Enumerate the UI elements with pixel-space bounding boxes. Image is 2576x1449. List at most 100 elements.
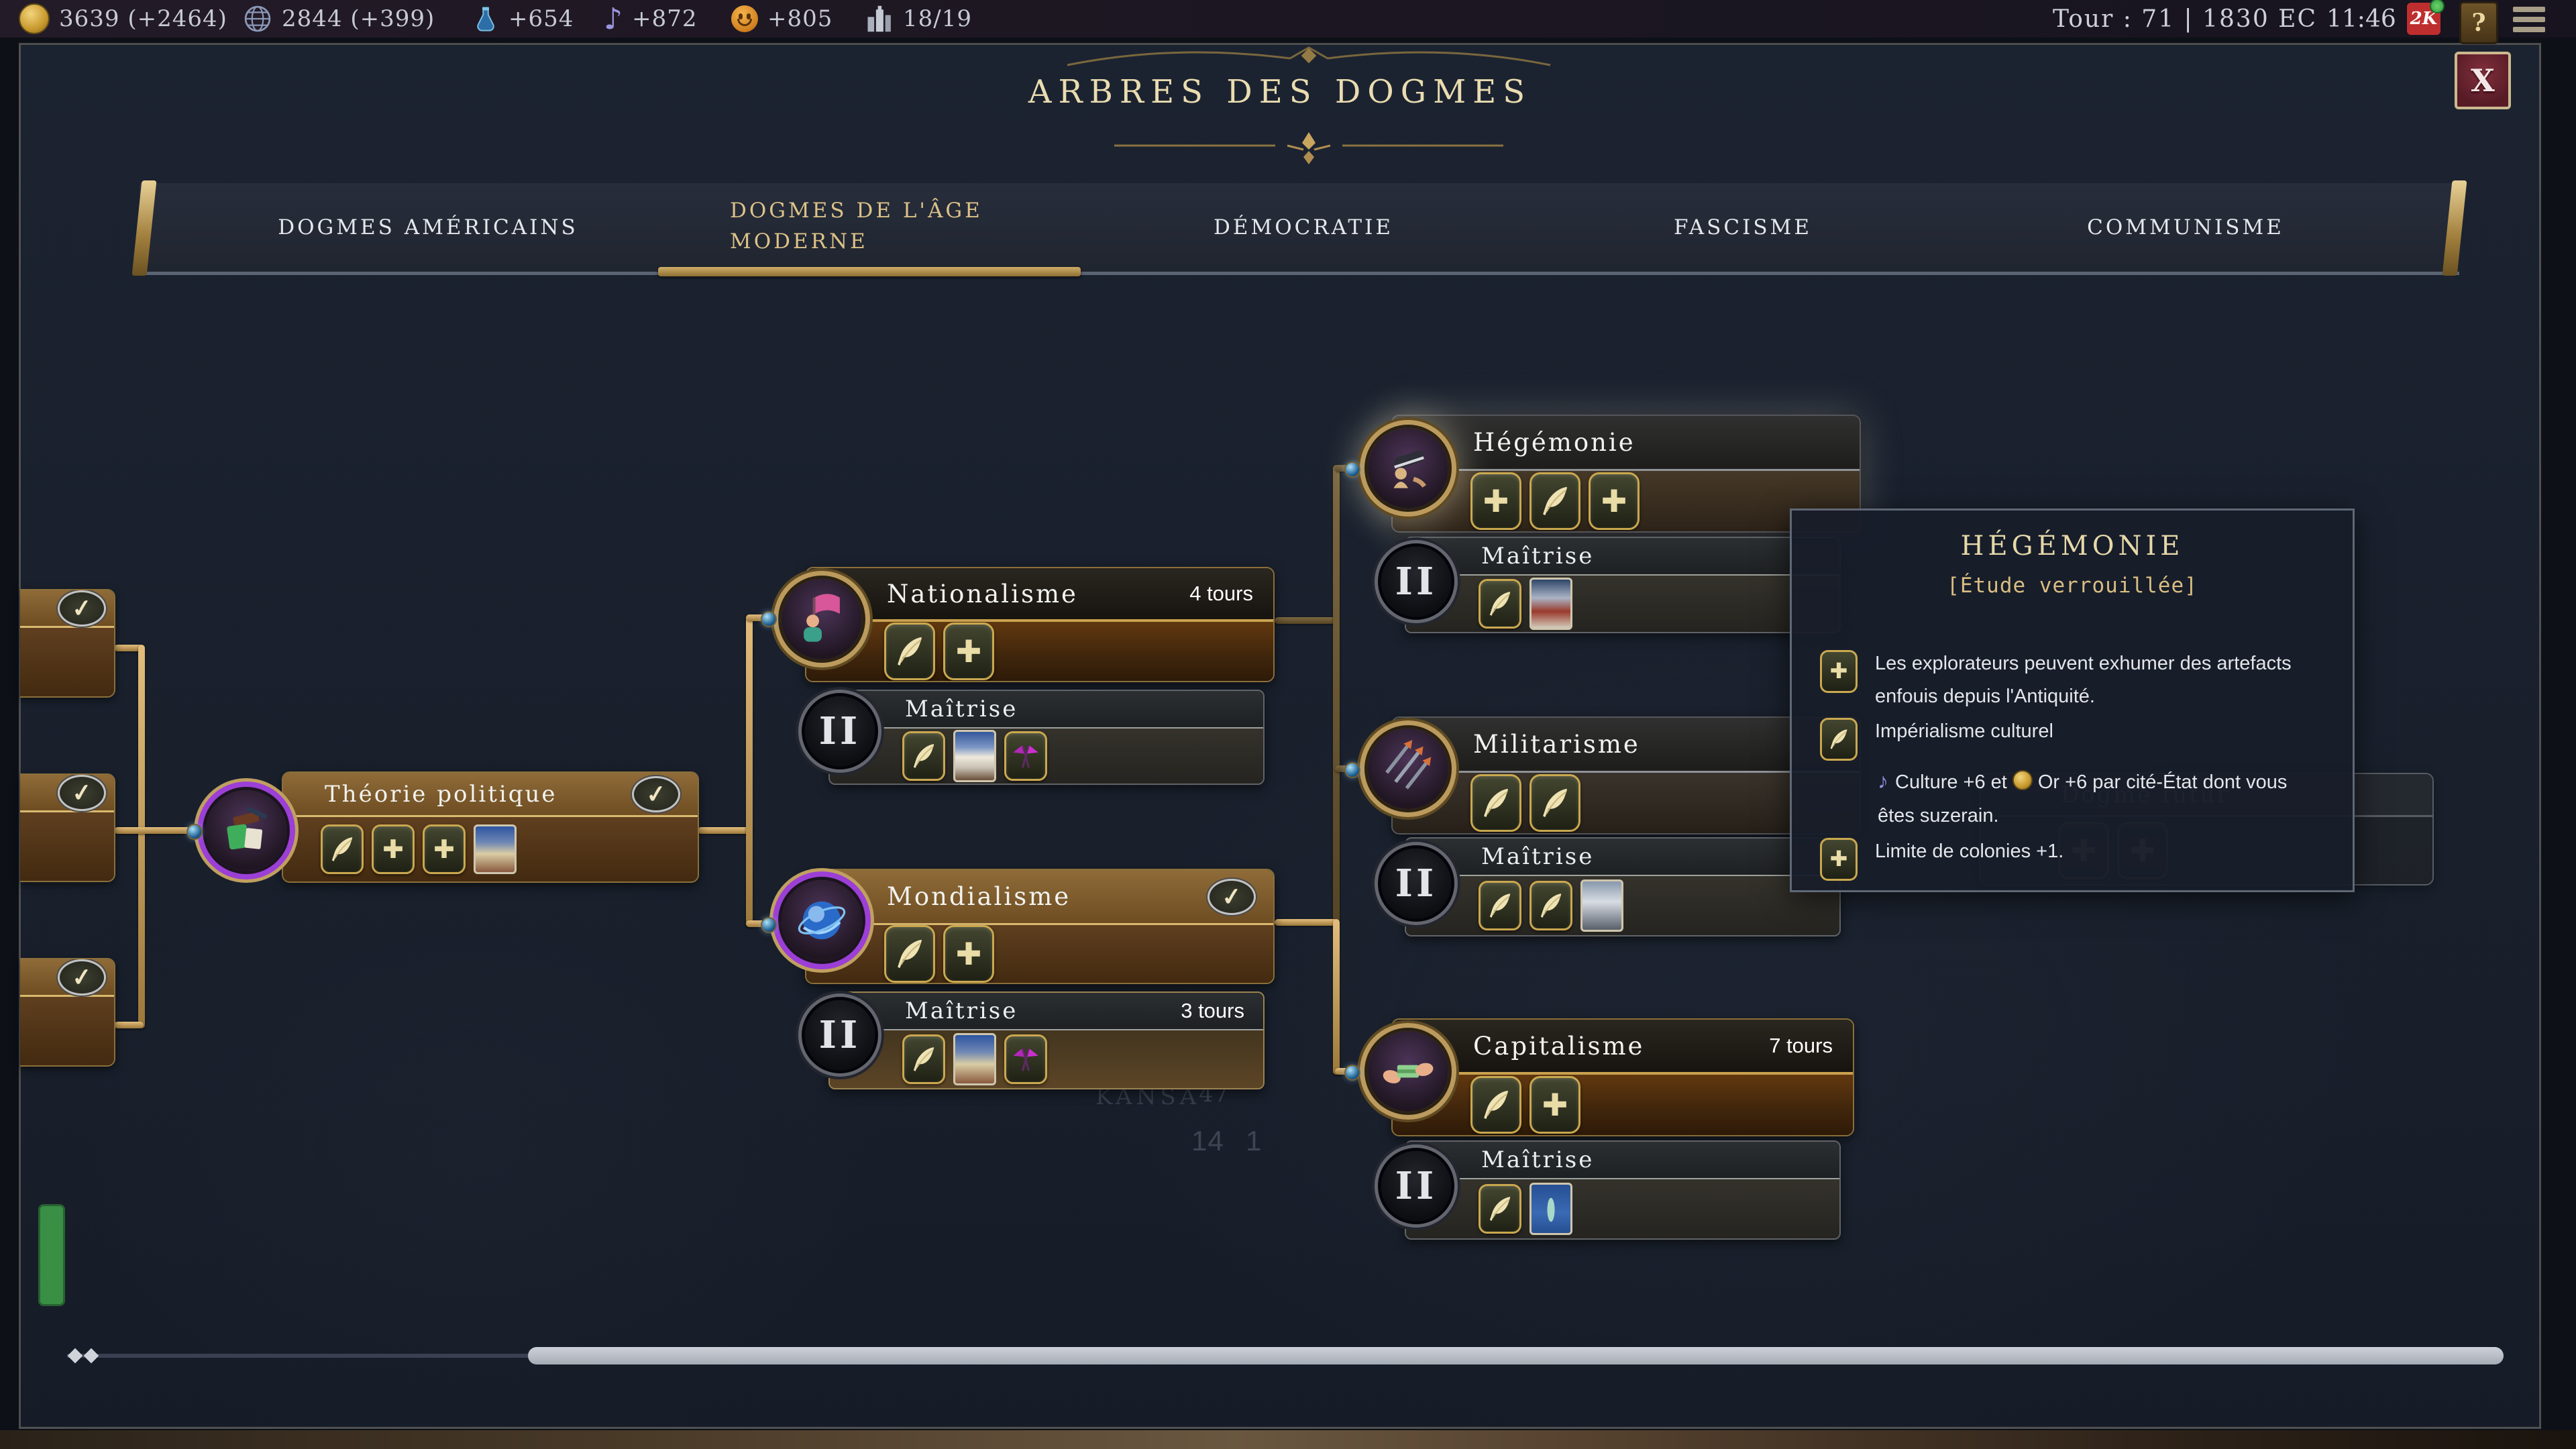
dogma-node-mondialisme[interactable]: Mondialisme bbox=[805, 869, 1275, 984]
close-button[interactable]: X bbox=[2455, 52, 2511, 109]
mastery-node-hegemonie[interactable]: Maîtrise bbox=[1405, 537, 1841, 633]
dogma-node-stub[interactable] bbox=[20, 773, 115, 882]
mastery-level-hegemonie[interactable]: II bbox=[1381, 547, 1451, 616]
mastery-level-mondialisme[interactable]: II bbox=[805, 1000, 875, 1070]
quill-effect-icon[interactable] bbox=[1479, 1184, 1521, 1234]
culture-note-icon: ♪ bbox=[1878, 769, 1888, 794]
resource-culture[interactable]: ♪ +872 bbox=[604, 0, 697, 38]
resource-influence[interactable]: 2844 (+399) bbox=[243, 0, 435, 38]
link-gem-icon bbox=[1344, 462, 1360, 478]
plus-effect-icon[interactable] bbox=[1470, 472, 1521, 530]
tab-fascisme[interactable]: FASCISME bbox=[1673, 215, 1812, 239]
node-title: Théorie politique bbox=[325, 780, 557, 808]
tab-democratie[interactable]: DÉMOCRATIE bbox=[1214, 215, 1393, 239]
plus-effect-icon[interactable] bbox=[1589, 472, 1640, 530]
plus-effect-icon[interactable] bbox=[423, 824, 466, 874]
dogma-node-militarisme[interactable]: Militarisme bbox=[1391, 716, 1861, 835]
dogma-node-stub[interactable] bbox=[20, 958, 115, 1067]
resource-settlements[interactable]: 18/19 bbox=[864, 0, 972, 38]
link-gem-icon bbox=[761, 611, 777, 627]
horizontal-scrollbar-thumb[interactable] bbox=[528, 1347, 2504, 1364]
node-turns: 7 tours bbox=[1769, 1034, 1833, 1057]
flags-effect-icon[interactable] bbox=[1004, 731, 1047, 781]
completed-check-icon bbox=[58, 590, 106, 627]
wonder-card-icon[interactable] bbox=[953, 1033, 996, 1085]
wonder-card-icon[interactable] bbox=[1529, 578, 1572, 630]
mastery-node-militarisme[interactable]: Maîtrise bbox=[1405, 837, 1841, 936]
tooltip-gold-text: Or +6 par cité-État dont vous êtes suzer… bbox=[1878, 771, 2288, 827]
quill-effect-icon[interactable] bbox=[884, 925, 935, 983]
resource-gold[interactable]: 3639 (+2464) bbox=[19, 0, 227, 38]
wonder-card-icon[interactable] bbox=[953, 730, 996, 782]
hamburger-menu-icon[interactable] bbox=[2513, 7, 2545, 32]
help-button[interactable]: ? bbox=[2459, 1, 2498, 44]
quill-effect-icon[interactable] bbox=[1479, 881, 1521, 930]
quill-effect-icon[interactable] bbox=[1529, 881, 1572, 930]
mastery-title: Maîtrise bbox=[1481, 1146, 1595, 1173]
tooltip-effect-2: Impérialisme culturel bbox=[1875, 720, 2053, 743]
mastery-node-mondialisme[interactable]: Maîtrise 3 tours bbox=[828, 991, 1265, 1089]
quill-effect-icon[interactable] bbox=[1529, 472, 1580, 530]
resource-happiness[interactable]: +805 bbox=[731, 0, 833, 38]
influence-value: 2844 (+399) bbox=[282, 5, 435, 32]
flags-effect-icon[interactable] bbox=[1004, 1034, 1047, 1084]
dogma-node-theorie-politique[interactable]: Théorie politique bbox=[282, 771, 699, 883]
completed-check-icon bbox=[58, 775, 106, 811]
completed-check-icon bbox=[1208, 878, 1256, 915]
mondialisme-icon[interactable] bbox=[782, 880, 862, 961]
nationalisme-icon[interactable] bbox=[782, 579, 862, 659]
background-pop-number: 14 bbox=[1191, 1125, 1224, 1157]
wonder-card-icon[interactable] bbox=[474, 824, 517, 874]
plus-effect-icon[interactable] bbox=[372, 824, 415, 874]
wonder-card-icon[interactable] bbox=[1580, 879, 1623, 932]
mastery-turns: 3 tours bbox=[1181, 999, 1244, 1022]
quill-effect-icon[interactable] bbox=[321, 824, 364, 874]
completed-check-icon bbox=[58, 959, 106, 996]
quill-effect-icon[interactable] bbox=[1470, 1076, 1521, 1134]
tab-dogmes-age-moderne[interactable]: DOGMES DE L'ÂGE MODERNE bbox=[730, 199, 983, 254]
node-title: Capitalisme bbox=[1473, 1031, 1645, 1061]
tab-bar-right-bracket-icon bbox=[2442, 180, 2467, 276]
plus-effect-icon[interactable] bbox=[1529, 1076, 1580, 1134]
plus-effect-icon[interactable] bbox=[943, 925, 994, 983]
plus-effect-icon[interactable] bbox=[943, 623, 994, 680]
quill-effect-icon[interactable] bbox=[1529, 774, 1580, 832]
mastery-title: Maîtrise bbox=[905, 998, 1018, 1024]
tab-dogmes-americains[interactable]: DOGMES AMÉRICAINS bbox=[278, 215, 578, 239]
node-title: Nationalisme bbox=[887, 579, 1078, 608]
quill-effect-icon[interactable] bbox=[1470, 774, 1521, 832]
account-2k-button[interactable]: 2K bbox=[2407, 0, 2445, 35]
money-art-icon bbox=[1379, 1042, 1437, 1100]
wonder-card-icon[interactable] bbox=[1529, 1183, 1572, 1235]
tooltip-effect-1: Les explorateurs peuvent exhumer des art… bbox=[1875, 653, 2292, 707]
gold-value: 3639 (+2464) bbox=[59, 5, 227, 32]
quill-effect-icon[interactable] bbox=[884, 623, 935, 680]
mastery-node-capitalisme[interactable]: Maîtrise bbox=[1405, 1140, 1841, 1240]
settlement-icon bbox=[864, 4, 894, 34]
dogma-node-stub[interactable] bbox=[20, 589, 115, 698]
dogma-node-hegemonie[interactable]: Hégémonie bbox=[1391, 415, 1861, 533]
node-turns: 4 tours bbox=[1189, 582, 1253, 605]
mastery-title: Maîtrise bbox=[905, 696, 1018, 722]
connector bbox=[746, 614, 753, 927]
link-gem-icon bbox=[1344, 762, 1360, 778]
background-map-marker bbox=[38, 1204, 65, 1306]
mastery-level-capitalisme[interactable]: II bbox=[1381, 1151, 1451, 1221]
mastery-node-nationalisme[interactable]: Maîtrise bbox=[828, 690, 1265, 785]
militarisme-icon[interactable] bbox=[1368, 729, 1448, 809]
resource-science[interactable]: +654 bbox=[472, 0, 574, 38]
tab-communisme[interactable]: COMMUNISME bbox=[2087, 215, 2284, 239]
dogma-node-nationalisme[interactable]: Nationalisme 4 tours bbox=[805, 567, 1275, 682]
hegemonie-icon[interactable] bbox=[1368, 428, 1448, 508]
culture-value: +872 bbox=[632, 5, 698, 32]
mastery-level-militarisme[interactable]: II bbox=[1381, 849, 1451, 918]
dogma-node-capitalisme[interactable]: Capitalisme 7 tours bbox=[1391, 1018, 1854, 1136]
quill-effect-icon[interactable] bbox=[1479, 579, 1521, 629]
active-tab-underline bbox=[658, 267, 1081, 276]
capitalisme-icon[interactable] bbox=[1368, 1031, 1448, 1112]
quill-effect-icon[interactable] bbox=[902, 731, 945, 781]
mastery-level-nationalisme[interactable]: II bbox=[805, 696, 875, 766]
theorie-politique-icon[interactable] bbox=[206, 790, 286, 871]
quill-effect-icon[interactable] bbox=[902, 1034, 945, 1084]
